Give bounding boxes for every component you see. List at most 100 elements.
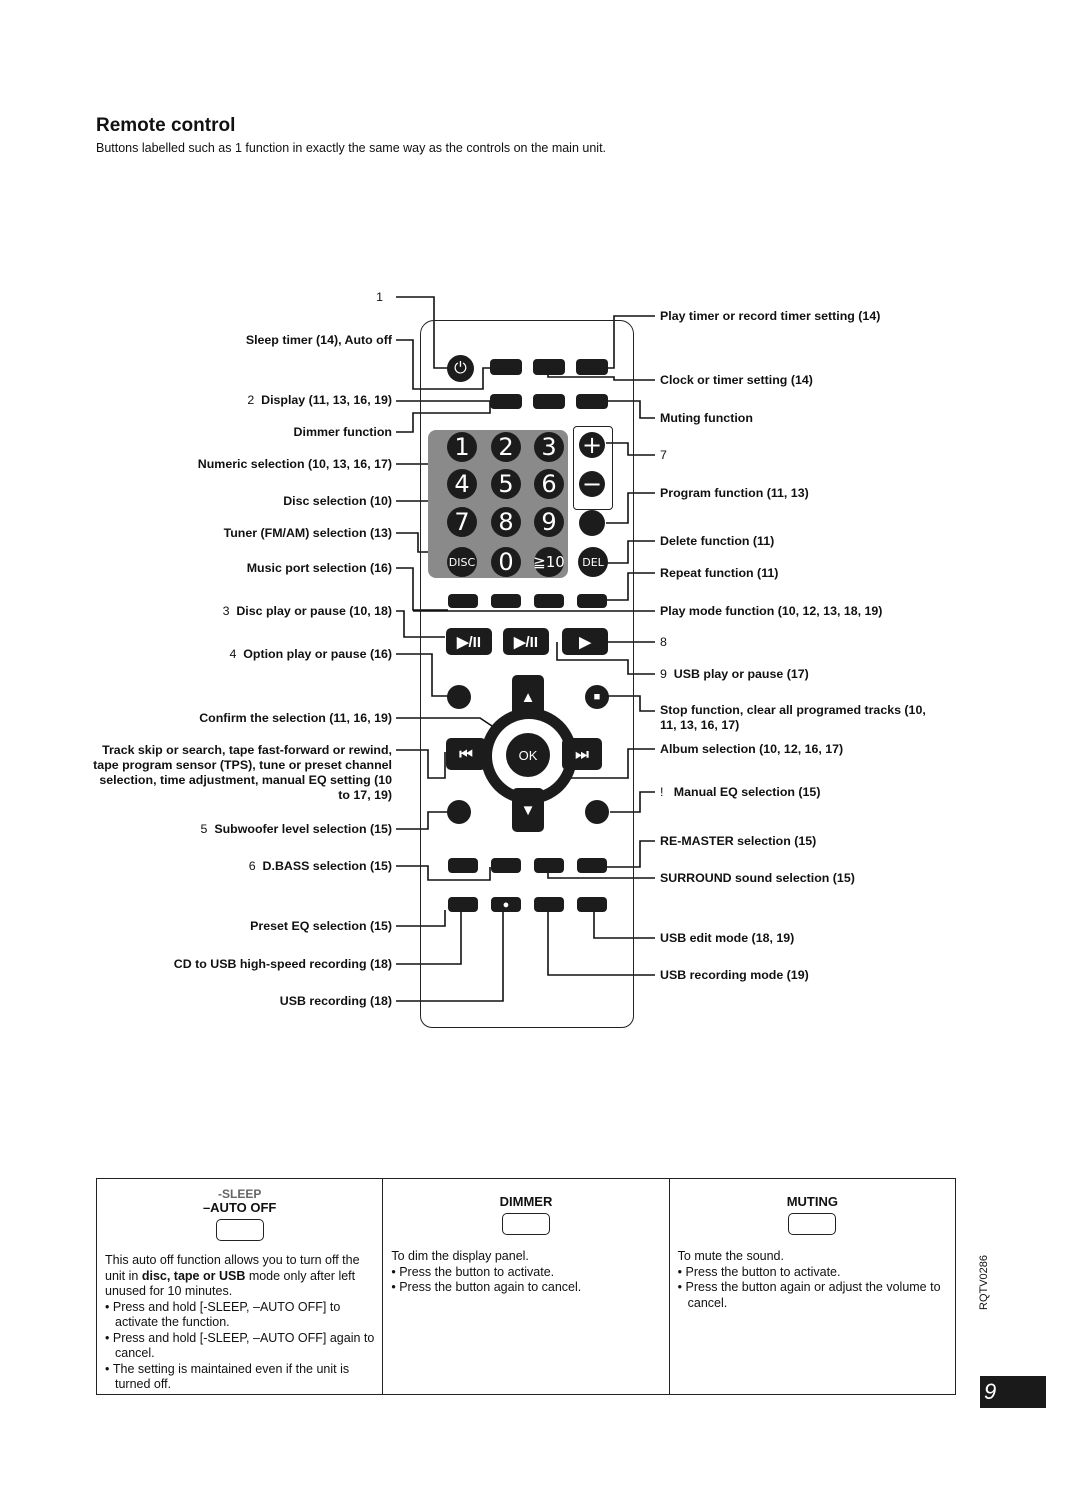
label-7: 7 (660, 448, 667, 462)
label-track-skip: Track skip or search, tape fast-forward … (93, 743, 392, 802)
label-usb-edit: USB edit mode (18, 19) (660, 931, 795, 945)
play-record-timer-button[interactable] (576, 359, 608, 375)
label-usb-recording: USB recording (18) (279, 994, 392, 1008)
label-1: 1 (376, 290, 383, 304)
program-button[interactable] (579, 510, 605, 536)
muting-bullet: • Press the button again or adjust the v… (677, 1280, 941, 1310)
disc-play-pause-icon[interactable]: ▶/II (446, 628, 492, 655)
label-cd-to-usb: CD to USB high-speed recording (18) (173, 957, 392, 971)
usb-record-icon[interactable]: ● (491, 897, 521, 912)
stop-icon[interactable]: ■ (585, 685, 609, 709)
page-number: 9 (980, 1376, 1046, 1408)
digit-5-button[interactable]: 5 (491, 469, 521, 499)
label-music-port: Music port selection (16) (246, 561, 392, 575)
sleep-box: -SLEEP –AUTO OFF This auto off function … (95, 1178, 384, 1395)
label-display: 2 Display (11, 13, 16, 19) (247, 393, 392, 407)
label-play-mode: Play mode function (10, 12, 13, 18, 19) (660, 604, 883, 618)
label-subwoofer: 5 Subwoofer level selection (15) (200, 822, 392, 836)
dimmer-button-icon (501, 1213, 550, 1235)
label-muting: Muting function (660, 411, 753, 425)
subwoofer-round-button[interactable] (447, 800, 471, 824)
usb-play-icon[interactable]: ▶ (562, 628, 608, 655)
power-icon[interactable]: ⏻ (447, 355, 474, 382)
digit-6-button[interactable]: 6 (534, 469, 564, 499)
label-album: Album selection (10, 12, 16, 17) (660, 742, 844, 756)
label-preset-eq: Preset EQ selection (15) (250, 919, 392, 933)
label-disc-play: 3 Disc play or pause (10, 18) (222, 604, 392, 618)
sleep-caption: -SLEEP –AUTO OFF (202, 1187, 277, 1215)
skip-forward-icon[interactable]: ⏭ (562, 738, 602, 770)
sleep-button-icon (215, 1219, 264, 1241)
usb-rec-mode-button[interactable] (534, 897, 564, 912)
subwoofer-button[interactable] (448, 858, 478, 873)
label-tuner: Tuner (FM/AM) selection (13) (223, 526, 392, 540)
muting-caption: MUTING (786, 1194, 838, 1209)
label-dimmer: Dimmer function (293, 425, 392, 439)
label-sleep-timer: Sleep timer (14), Auto off (245, 333, 392, 347)
label-remaster: RE-MASTER selection (15) (660, 834, 817, 848)
down-arrow-icon[interactable]: ▼ (512, 788, 544, 832)
muting-bullet: • Press the button to activate. (677, 1264, 841, 1279)
repeat-button[interactable] (534, 594, 564, 608)
sleep-bullet: • Press and hold [-SLEEP, –AUTO OFF] to … (105, 1299, 341, 1330)
sleep-paragraph: This auto off function allows you to tur… (105, 1253, 360, 1298)
label-clock: Clock or timer setting (14) (660, 373, 813, 387)
digit-3-button[interactable]: 3 (534, 432, 564, 462)
disc-button[interactable]: DISC (447, 547, 477, 577)
label-repeat: Repeat function (11) (660, 566, 779, 580)
digit-7-button[interactable]: 7 (447, 507, 477, 537)
label-play-timer: Play timer or record timer setting (14) (660, 309, 881, 323)
play-timer-button[interactable] (490, 359, 522, 375)
tuner-button[interactable] (448, 594, 478, 608)
remaster-button[interactable] (577, 858, 607, 873)
volume-up-button[interactable]: + (579, 431, 605, 459)
muting-paragraph: To mute the sound. (677, 1249, 784, 1263)
intro-text: Buttons labelled such as 1 function in e… (96, 141, 607, 155)
label-stop: Stop function, clear all programed track… (660, 703, 926, 732)
delete-button[interactable]: DEL (578, 547, 608, 577)
ten-plus-button[interactable]: ≧10 (533, 547, 565, 577)
page-title: Remote control (96, 115, 236, 136)
digit-0-button[interactable]: 0 (491, 547, 521, 577)
dbass-button[interactable] (491, 858, 521, 873)
option-round-button[interactable] (447, 685, 471, 709)
dimmer-bullet: • Press the button again to cancel. (391, 1280, 582, 1294)
volume-frame (573, 426, 613, 510)
surround-button[interactable] (534, 858, 564, 873)
digit-1-button[interactable]: 1 (447, 432, 477, 462)
label-numeric: Numeric selection (10, 13, 16, 17) (197, 457, 392, 471)
ok-button[interactable]: OK (506, 733, 550, 777)
label-delete: Delete function (11) (660, 534, 775, 548)
display-button[interactable] (490, 394, 522, 409)
sleep-bullet: • Press and hold [-SLEEP, –AUTO OFF] aga… (105, 1330, 375, 1361)
label-manual-eq: ! Manual EQ selection (15) (660, 785, 821, 799)
digit-4-button[interactable]: 4 (447, 469, 477, 499)
preset-eq-button[interactable] (448, 897, 478, 912)
label-program: Program function (11, 13) (660, 486, 809, 500)
document-code: RQTV0286 (978, 1254, 990, 1310)
digit-8-button[interactable]: 8 (491, 507, 521, 537)
usb-edit-button[interactable] (577, 897, 607, 912)
label-dbass: 6 D.BASS selection (15) (248, 859, 392, 873)
muting-box: MUTING To mute the sound. • Press the bu… (668, 1178, 957, 1395)
clock-timer-button[interactable] (533, 359, 565, 375)
label-option-play: 4 Option play or pause (16) (229, 647, 392, 661)
option-play-pause-icon[interactable]: ▶/II (503, 628, 549, 655)
muting-button[interactable] (576, 394, 608, 409)
dimmer-caption: DIMMER (499, 1194, 553, 1209)
label-disc: Disc selection (10) (283, 494, 392, 508)
dimmer-button[interactable] (533, 394, 565, 409)
label-confirm: Confirm the selection (11, 16, 19) (199, 711, 392, 725)
sleep-bullet: • The setting is maintained even if the … (105, 1361, 350, 1392)
play-mode-button[interactable] (577, 594, 607, 608)
digit-2-button[interactable]: 2 (491, 432, 521, 462)
skip-back-icon[interactable]: ⏮ (446, 738, 486, 770)
music-port-button[interactable] (491, 594, 521, 608)
manual-eq-round-button[interactable] (585, 800, 609, 824)
label-usb-recording-mode: USB recording mode (19) (660, 968, 809, 982)
digit-9-button[interactable]: 9 (534, 507, 564, 537)
remote-control-body (420, 320, 634, 1028)
volume-down-button[interactable]: − (579, 470, 605, 498)
label-8: 8 (660, 635, 667, 649)
up-arrow-icon[interactable]: ▲ (512, 675, 544, 719)
